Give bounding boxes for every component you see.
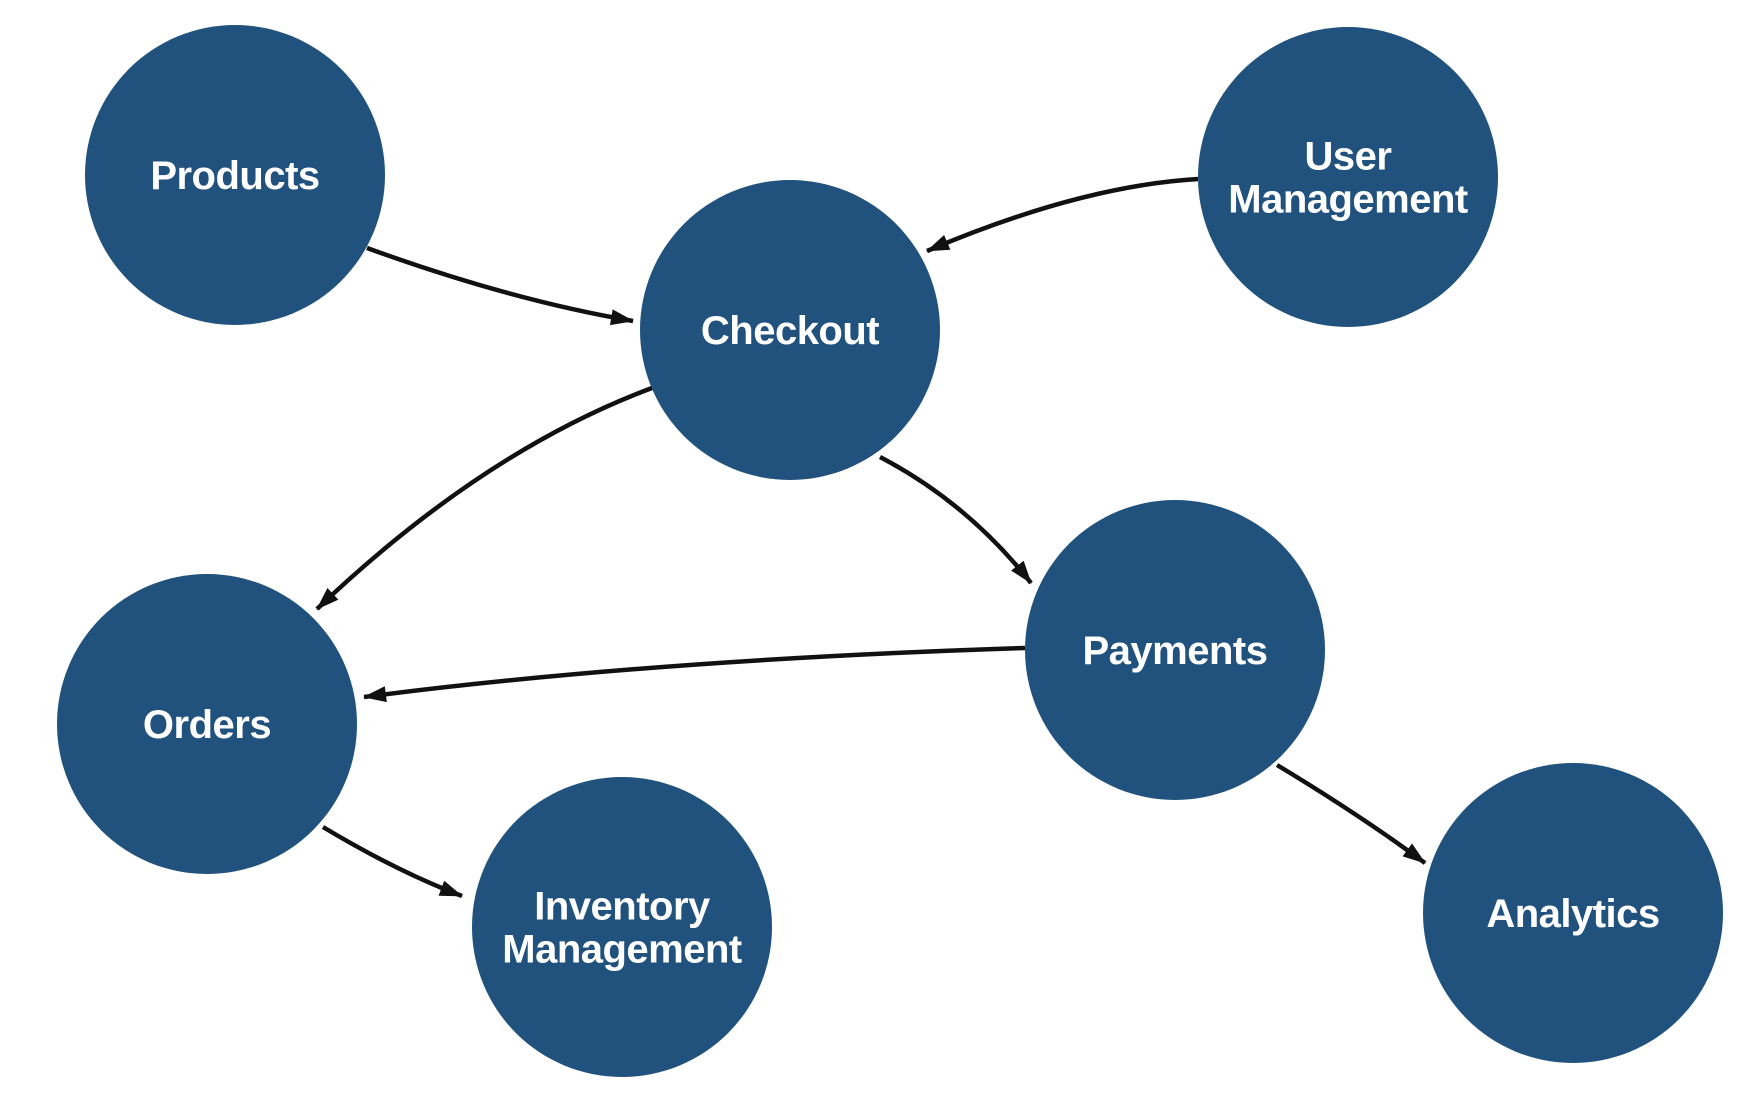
node-circle-payments [1025,500,1325,800]
node-payments: Payments [1025,500,1325,800]
edge-payments-to-orders [363,645,1026,703]
edge-payments-to-analytics [1275,763,1427,865]
node-label-checkout: Checkout [701,309,879,353]
node-label-line: Orders [143,703,271,747]
node-circle-products [85,25,385,325]
node-circle-user-management [1198,27,1498,327]
edges-layer [315,176,1427,899]
node-label-products: Products [150,154,319,198]
node-circle-checkout [640,180,940,480]
node-label-line: Analytics [1486,892,1659,936]
edge-checkout-to-orders [315,385,653,611]
node-label-analytics: Analytics [1486,892,1659,936]
node-circle-inventory-management [472,777,772,1077]
edge-orders-to-inventory-management [321,825,463,899]
node-label-line: Management [502,928,742,972]
node-label-orders: Orders [143,703,271,747]
node-label-line: Payments [1083,629,1268,673]
node-analytics: Analytics [1423,763,1723,1063]
node-label-line: Management [1228,178,1468,222]
node-label-payments: Payments [1083,629,1268,673]
node-label-line: Products [150,154,319,198]
node-checkout: Checkout [640,180,940,480]
edge-products-to-checkout [366,245,634,326]
edge-user-management-to-checkout [926,176,1199,254]
node-circle-orders [57,574,357,874]
edge-checkout-to-payments [878,455,1033,585]
node-label-line: Inventory [534,885,711,929]
node-circle-analytics [1423,763,1723,1063]
node-orders: Orders [57,574,357,874]
node-label-line: Checkout [701,309,879,353]
node-label-line: User [1305,135,1392,179]
node-products: Products [85,25,385,325]
